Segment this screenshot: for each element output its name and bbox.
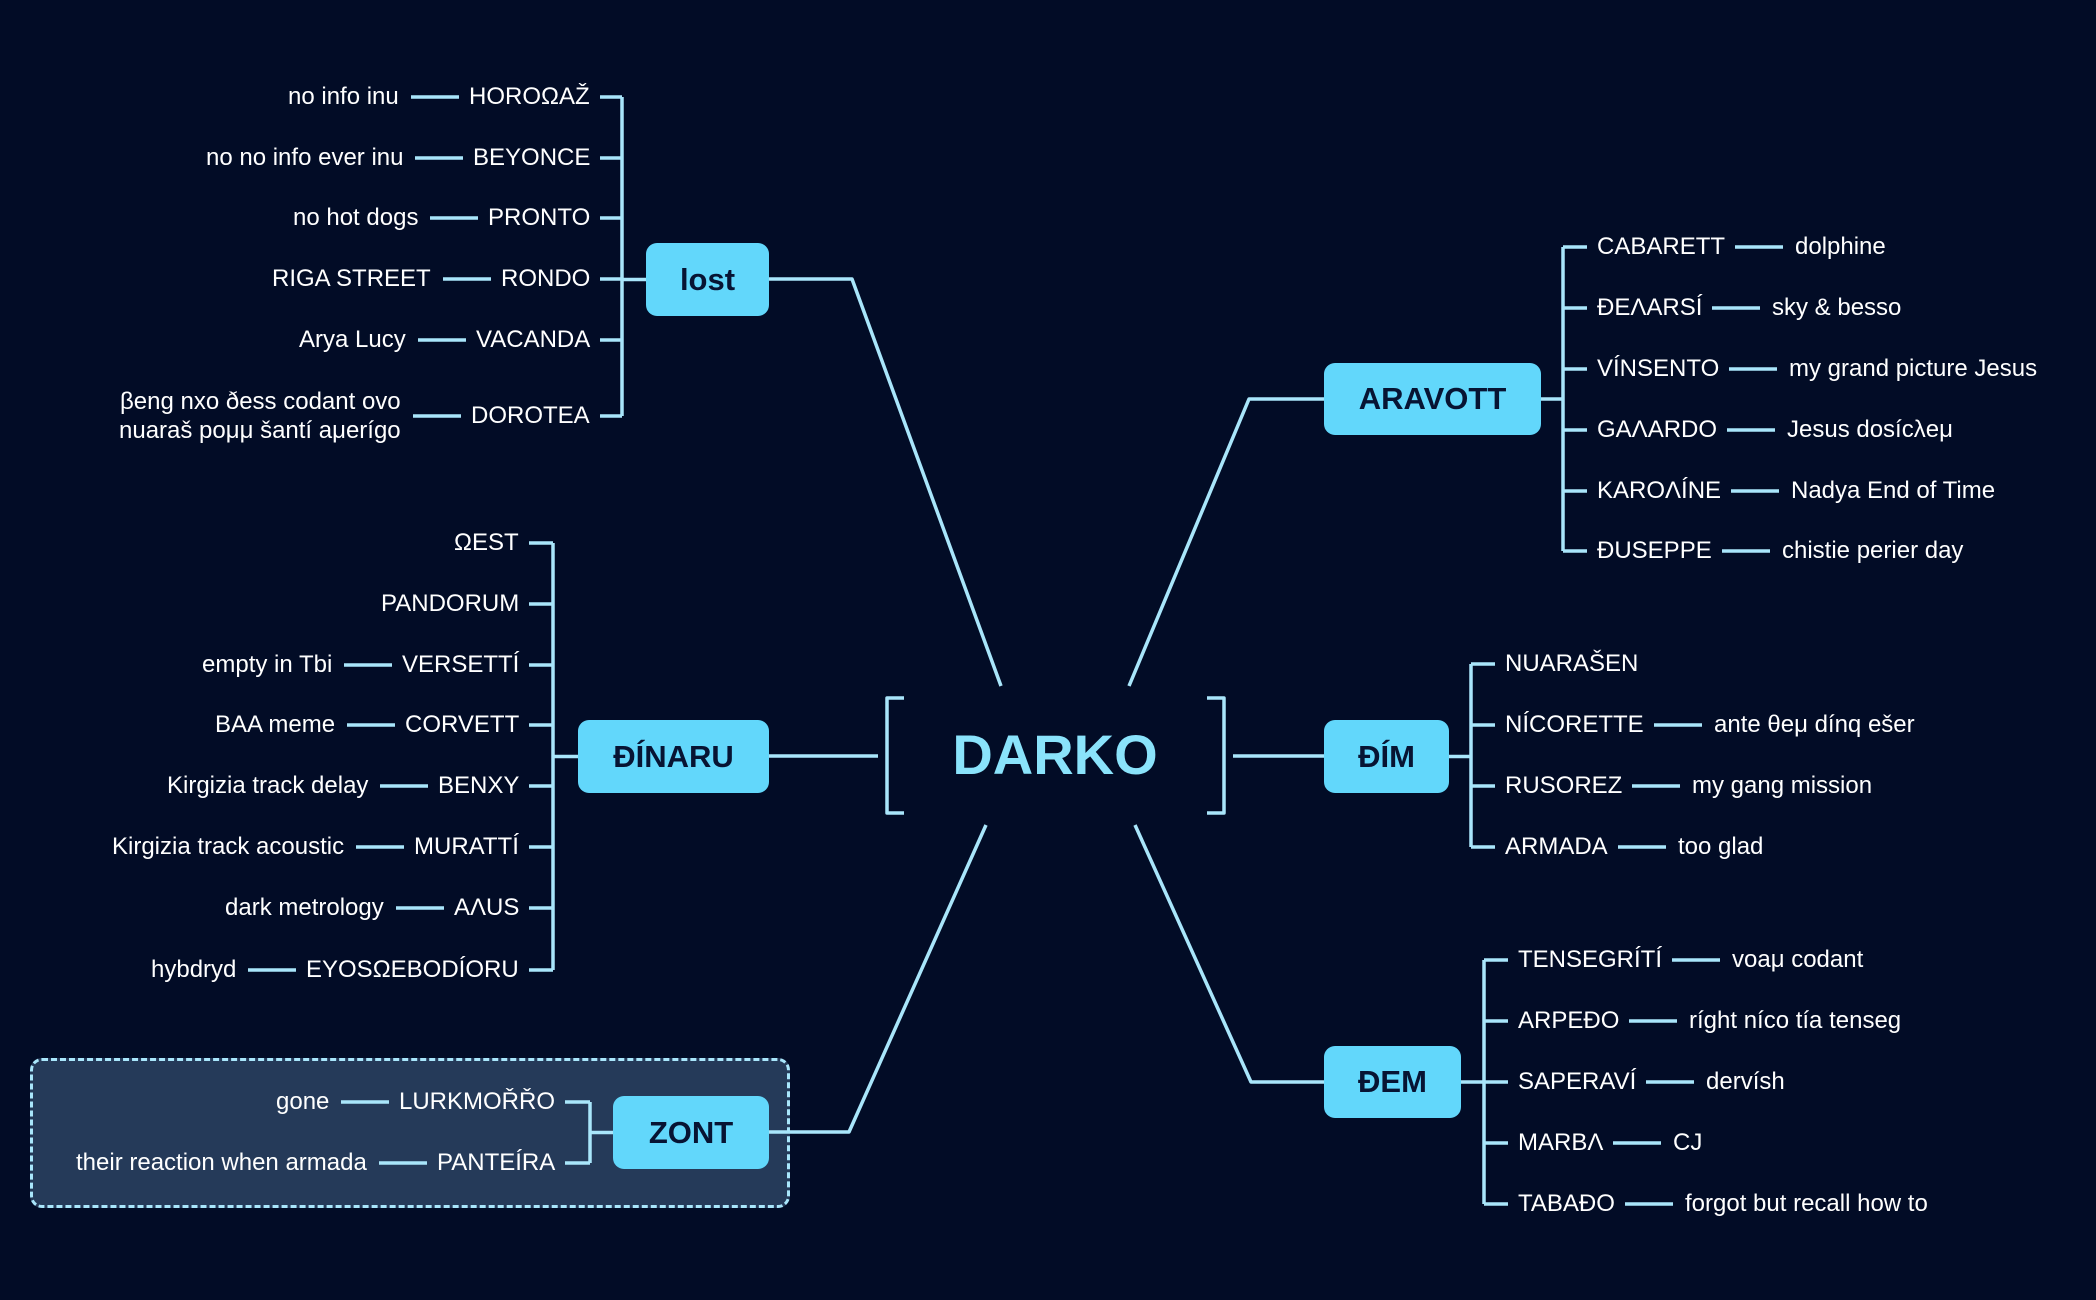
child-label: SAPERAVÍ: [1518, 1068, 1637, 1095]
note-label: voaμ codant: [1732, 946, 1864, 973]
connector-zont: [769, 824, 988, 1134]
child-label: AΛUS: [454, 894, 520, 921]
child-label: BEYONCE: [473, 144, 591, 171]
child-label: ΩEST: [454, 529, 519, 556]
note-label: dolphine: [1795, 233, 1886, 260]
note-label: βeng nxo ðess codant ovo nuaraš poμμ šan…: [119, 388, 401, 444]
connector-lost: [769, 277, 1003, 687]
connector-aravott: [1127, 397, 1324, 687]
child-label: TABAĐO: [1518, 1190, 1615, 1217]
child-label: PANDORUM: [381, 590, 520, 617]
branch-node-lost[interactable]: lost: [646, 243, 769, 316]
note-label: no hot dogs: [293, 204, 419, 231]
root-bracket-right: [1207, 696, 1226, 815]
child-label: DOROTEA: [471, 402, 590, 429]
branch-node-zont[interactable]: ZONT: [613, 1096, 769, 1169]
note-label: no no info ever inu: [206, 144, 404, 171]
child-label: GAΛARDO: [1597, 416, 1718, 443]
branch-node-dem[interactable]: ĐEM: [1324, 1046, 1461, 1118]
note-label: too glad: [1678, 833, 1764, 860]
child-label: ARPEĐO: [1518, 1007, 1620, 1034]
child-label: RONDO: [501, 265, 591, 292]
note-label: forgot but recall how to: [1685, 1190, 1928, 1217]
note-label: no info inu: [288, 83, 399, 110]
child-label: VACANDA: [476, 326, 591, 353]
child-label: EYOSΩEBODÍORU: [306, 956, 519, 983]
note-label: my gang mission: [1692, 772, 1873, 799]
note-label: ante θeμ dínq ešer: [1714, 711, 1915, 738]
branch-node-dim[interactable]: ĐÍM: [1324, 720, 1449, 793]
child-label: VÍNSENTO: [1597, 355, 1720, 382]
child-label: MURATTÍ: [414, 833, 519, 860]
child-label: PRONTO: [488, 204, 591, 231]
note-label: ríght níco tía tenseg: [1689, 1007, 1902, 1034]
child-label: RUSOREZ: [1505, 772, 1623, 799]
note-label: dark metrology: [225, 894, 384, 921]
branch-node-dinaru[interactable]: ĐÍNARU: [578, 720, 769, 793]
connector-dem: [1133, 824, 1324, 1084]
child-label: MARBΛ: [1518, 1129, 1604, 1156]
note-label: their reaction when armada: [76, 1149, 367, 1176]
note-label: my grand picture Jesus: [1789, 355, 2038, 382]
note-label: Nadya End of Time: [1791, 477, 1996, 504]
child-label: ARMADA: [1505, 833, 1608, 860]
child-label: ĐEΛARSÍ: [1597, 294, 1703, 321]
child-label: TENSEGRÍTÍ: [1518, 946, 1663, 973]
note-label: Jesus dosícλeμ: [1787, 416, 1953, 443]
branch-node-aravott[interactable]: ARAVOTT: [1324, 363, 1541, 435]
note-label: Kirgizia track acoustic: [112, 833, 345, 860]
note-label: BAA meme: [215, 711, 336, 738]
note-label: empty in Tbi: [202, 651, 333, 678]
note-label: RIGA STREET: [272, 265, 431, 292]
root-bracket-left: [885, 696, 904, 815]
child-label: HOROΩAŽ: [469, 83, 590, 110]
child-label: LURKMOŘŘO: [399, 1088, 556, 1115]
note-label: gone: [276, 1088, 330, 1115]
child-label: NÍCORETTE: [1505, 711, 1644, 738]
child-label: CORVETT: [405, 711, 520, 738]
child-label: PANTEÍRA: [437, 1149, 556, 1176]
note-label: hybdryd: [151, 956, 237, 983]
child-label: NUARAŠEN: [1505, 650, 1639, 677]
root-topic[interactable]: DARKO: [952, 723, 1158, 786]
child-label: ĐUSEPPE: [1597, 537, 1712, 564]
note-label: Arya Lucy: [299, 326, 406, 353]
note-label: Kirgizia track delay: [167, 772, 369, 799]
child-label: KAROΛÍNE: [1597, 477, 1722, 504]
child-label: VERSETTÍ: [402, 651, 520, 678]
note-label: sky & besso: [1772, 294, 1902, 321]
note-label: CJ: [1673, 1129, 1703, 1156]
note-label: dervísh: [1706, 1068, 1785, 1095]
child-label: CABARETT: [1597, 233, 1726, 260]
note-label: chistie perier day: [1782, 537, 1964, 564]
child-label: BENXY: [438, 772, 520, 799]
